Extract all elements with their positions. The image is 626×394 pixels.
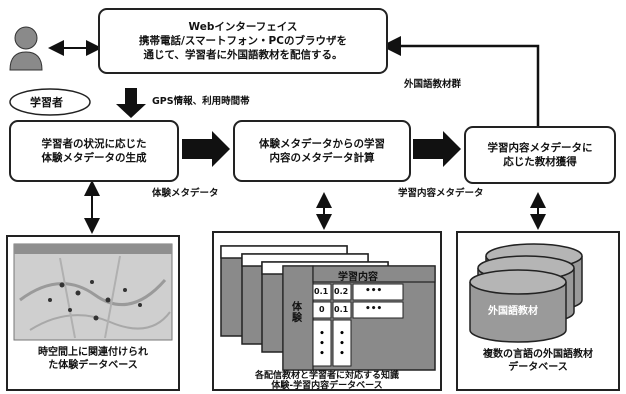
step1-line1: 学習者の状況に応じた — [41, 137, 147, 150]
experience-metadata-label: 体験メタデータ — [152, 188, 219, 199]
db2-line2: 体験-学習内容データベース — [271, 381, 383, 392]
db2-cell-0: 0.1 — [314, 287, 329, 296]
step2-line2: 内容のメタデータ計算 — [269, 152, 375, 164]
db1-line1: 時空間上に関連付けられ — [38, 347, 148, 358]
learner-person-icon — [9, 26, 43, 71]
web-interface-box: Webインターフェイス 携帯電話/スマートフォン・PCのブラウザを 通じて、学習… — [98, 8, 388, 74]
db3-line2: データベース — [508, 362, 568, 373]
db2-cell-4: 0.1 — [334, 305, 349, 314]
step2-box: 体験メタデータからの学習 内容のメタデータ計算 — [233, 120, 411, 182]
step1-line2: 体験メタデータの生成 — [41, 152, 147, 164]
db2-line1: 各配信教材と学習者に対応する知識 — [254, 371, 399, 381]
step3-line2: 応じた教材獲得 — [503, 156, 577, 168]
db2-header: 学習内容 — [338, 272, 378, 283]
materials-group-label: 外国語教材群 — [404, 79, 462, 90]
web-interface-line1: 携帯電話/スマートフォン・PCのブラウザを — [139, 34, 347, 47]
learning-metadata-label: 学習内容メタデータ — [398, 188, 484, 199]
step2-step3-arrow — [413, 131, 461, 167]
gps-down-arrow — [116, 88, 146, 118]
db2-cell-1: 0.2 — [334, 287, 349, 296]
svg-text:•: • — [339, 329, 345, 339]
web-interface-line2: 通じて、学習者に外国語教材を配信する。 — [143, 49, 343, 62]
step2-line1: 体験メタデータからの学習 — [259, 137, 385, 150]
learner-label: 学習者 — [30, 96, 63, 109]
materials-return-arrow — [381, 36, 540, 126]
db2-side: 体験 — [292, 302, 302, 324]
step1-box: 学習者の状況に応じた 体験メタデータの生成 — [9, 120, 179, 182]
gps-label: GPS情報、利用時間帯 — [152, 96, 250, 107]
db2-cell-2: ••• — [365, 286, 383, 296]
db3-inner-label: 外国語教材 — [488, 306, 538, 317]
database-cylinders-icon — [469, 243, 583, 343]
svg-text:•: • — [319, 329, 325, 339]
step3-box: 学習内容メタデータに 応じた教材獲得 — [464, 126, 616, 184]
db1-line2: た体験データベース — [48, 360, 138, 371]
db1-caption: 時空間上に関連付けられ た体験データベース — [12, 346, 174, 372]
web-interface-title: Webインターフェイス — [188, 20, 298, 33]
db2-cell-3: 0 — [319, 305, 325, 314]
step3-line1: 学習内容メタデータに — [487, 141, 593, 154]
step1-step2-arrow — [182, 131, 230, 167]
svg-text:•: • — [319, 339, 325, 349]
db2-cell-5: ••• — [365, 304, 383, 314]
svg-text:•: • — [319, 349, 325, 359]
learner-ellipse — [9, 88, 91, 116]
svg-text:•: • — [339, 349, 345, 359]
db3-line1: 複数の言語の外国語教材 — [483, 349, 593, 360]
svg-text:•: • — [339, 339, 345, 349]
db3-caption: 複数の言語の外国語教材 データベース — [460, 348, 616, 374]
db2-caption: 各配信教材と学習者に対応する知識 体験-学習内容データベース — [216, 371, 438, 392]
